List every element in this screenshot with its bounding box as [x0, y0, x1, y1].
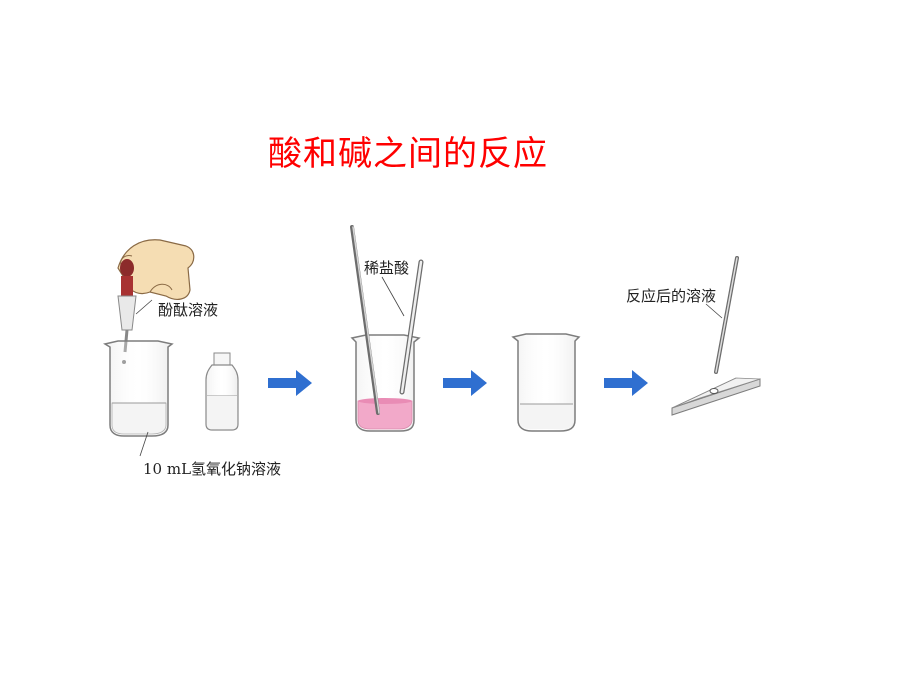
pink-solution — [357, 400, 413, 430]
leader-naoh — [139, 431, 149, 457]
label-after-solution: 反应后的溶液 — [626, 287, 716, 305]
label-hcl: 稀盐酸 — [364, 259, 409, 277]
glass-rod-icon — [714, 256, 739, 374]
leader-after — [705, 303, 723, 319]
stage-3-beaker — [511, 333, 581, 432]
solution-drop — [709, 388, 719, 394]
leader-hcl — [381, 276, 405, 317]
hcl-dropper-icon — [399, 259, 424, 395]
stirring-rod-icon — [350, 225, 380, 415]
label-phenolphthalein: 酚酞溶液 — [158, 301, 218, 319]
dropper-icon — [117, 259, 137, 364]
beaker-3 — [511, 333, 581, 432]
arrow-icon — [268, 370, 312, 396]
beaker-1 — [103, 340, 174, 437]
arrow-icon — [604, 370, 648, 396]
arrow-icon — [443, 370, 487, 396]
stage-1-naoh-beaker: 酚酞溶液 10 mL氢氧化钠溶液 — [103, 239, 281, 478]
glass-slide — [671, 377, 761, 416]
stage-2-titration: 稀盐酸 — [350, 225, 424, 432]
label-naoh: 10 mL氢氧化钠溶液 — [143, 460, 281, 478]
hand-icon — [117, 239, 195, 300]
phenolphthalein-bottle — [205, 352, 239, 431]
slide-title: 酸和碱之间的反应 — [268, 134, 548, 174]
leader-phenolphthalein — [135, 299, 153, 315]
stage-4-evaporation: 反应后的溶液 — [626, 256, 761, 416]
